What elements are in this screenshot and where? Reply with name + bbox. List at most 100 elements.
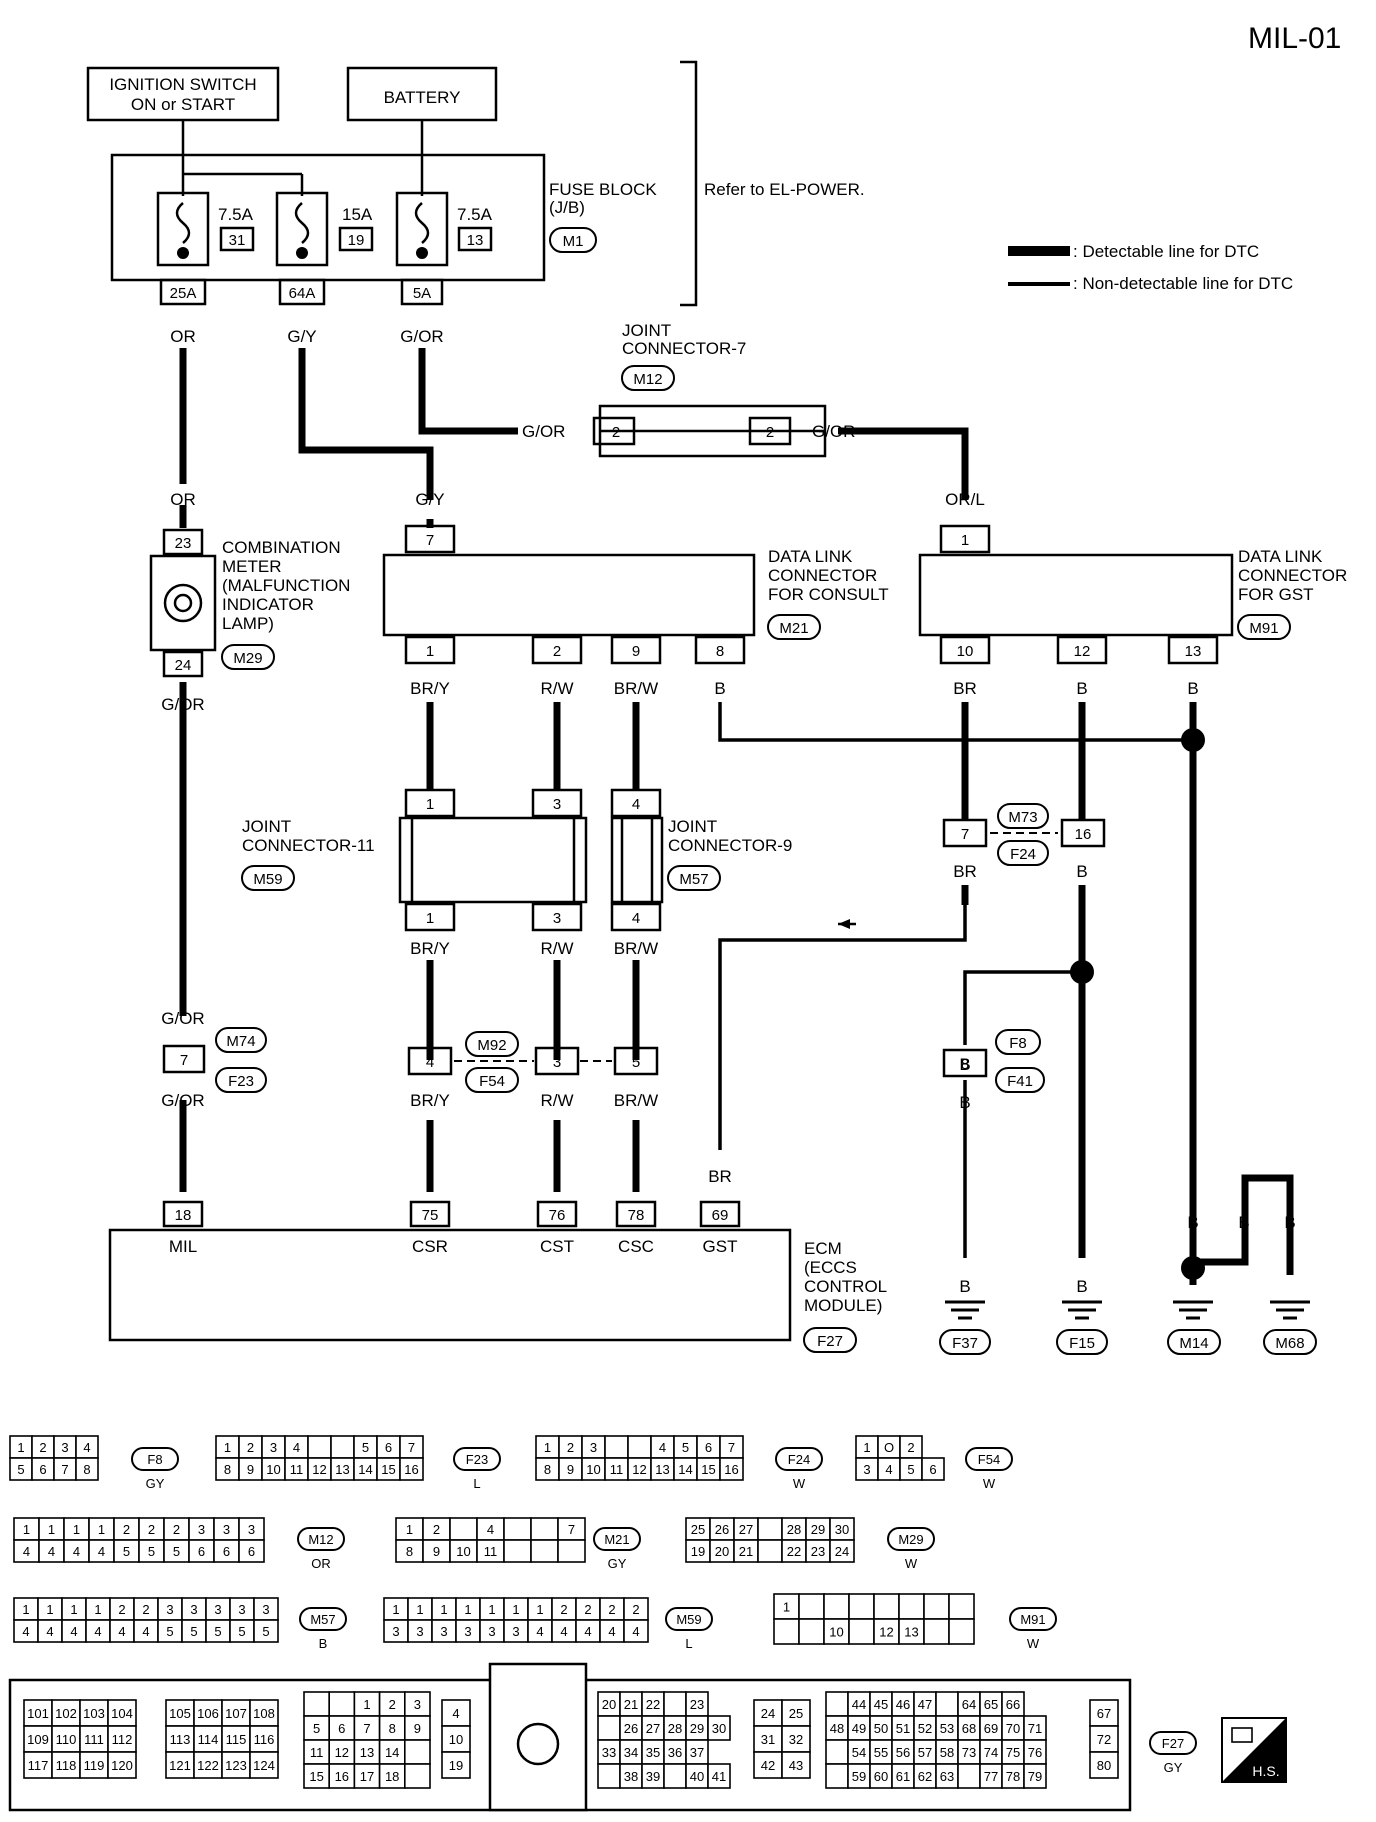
pin-number: 11 <box>610 1462 624 1477</box>
pin-cell <box>627 1435 652 1459</box>
pin-number: 4 <box>118 1624 125 1639</box>
svg-text:R/W: R/W <box>540 939 573 958</box>
pin-number: 4 <box>584 1624 591 1639</box>
svg-text:F41: F41 <box>1007 1073 1033 1090</box>
pin-number: 4 <box>98 1544 105 1559</box>
pin-number: 103 <box>83 1706 105 1721</box>
connector-code: M57 <box>310 1612 335 1627</box>
pin-number: 14 <box>358 1462 372 1477</box>
pin-cell <box>825 1691 849 1717</box>
connector-code: F24 <box>788 1452 810 1467</box>
pin-number: 12 <box>312 1462 326 1477</box>
pin-cell <box>441 1699 471 1727</box>
pin-cell <box>328 1739 356 1765</box>
fuse-19: 15A 19 <box>275 191 374 267</box>
pin-number: 71 <box>1028 1721 1042 1736</box>
pin-number: 118 <box>56 1758 77 1773</box>
pin-cell <box>663 1763 687 1789</box>
pin-number: 4 <box>22 1624 29 1639</box>
pin-number: 2 <box>584 1602 591 1617</box>
pin-cell <box>1089 1699 1119 1727</box>
svg-text:BR: BR <box>708 1167 732 1186</box>
pin-number: 7 <box>728 1440 735 1455</box>
svg-text:2: 2 <box>612 424 620 441</box>
pin-number: 2 <box>433 1522 440 1537</box>
pin-number: 8 <box>544 1462 551 1477</box>
pin-number: 2 <box>560 1602 567 1617</box>
pin-number: 5 <box>190 1624 197 1639</box>
pin-number: 1 <box>392 1602 399 1617</box>
pin-number: 120 <box>111 1758 133 1773</box>
pin-number: 24 <box>835 1544 849 1559</box>
pin-number: 4 <box>659 1440 666 1455</box>
ground-f15: B F15 <box>1056 1277 1108 1355</box>
legend-non-detectable-text: : Non-detectable line for DTC <box>1073 274 1293 293</box>
pin-number: 2 <box>907 1440 914 1455</box>
connector-code: M91 <box>1020 1612 1045 1627</box>
svg-text:GST: GST <box>703 1237 738 1256</box>
splice-dot <box>1070 960 1094 984</box>
pin-number: 1 <box>17 1440 24 1455</box>
pin-number: 3 <box>248 1522 255 1537</box>
pin-number: 7 <box>568 1522 575 1537</box>
pin-cell <box>330 1435 355 1459</box>
svg-text:BR: BR <box>953 679 977 698</box>
pin-number: 104 <box>111 1706 133 1721</box>
pin-number: 106 <box>197 1706 219 1721</box>
pin-number: 5 <box>682 1440 689 1455</box>
pin-number: 5 <box>362 1440 369 1455</box>
svg-text:JOINT: JOINT <box>242 817 291 836</box>
pin-number: 3 <box>416 1624 423 1639</box>
pin-number: 1 <box>70 1602 77 1617</box>
fuse-13: 7.5A 13 <box>395 191 493 267</box>
pin-number: 5 <box>17 1462 24 1477</box>
pin-number: 60 <box>874 1769 888 1784</box>
connector-color: GY <box>146 1476 165 1491</box>
connector-code: M59 <box>676 1612 701 1627</box>
pin-number: 102 <box>55 1706 77 1721</box>
pin-number: 4 <box>560 1624 567 1639</box>
svg-text:BR/Y: BR/Y <box>410 1091 450 1110</box>
svg-text:B: B <box>1076 679 1087 698</box>
svg-text:LAMP): LAMP) <box>222 614 274 633</box>
svg-text:7: 7 <box>180 1052 188 1069</box>
pin-number: 49 <box>852 1721 866 1736</box>
svg-text:CONNECTOR-9: CONNECTOR-9 <box>668 836 792 855</box>
pin-number: 10 <box>266 1462 280 1477</box>
pin-cell <box>604 1435 629 1459</box>
pin-number: 3 <box>166 1602 173 1617</box>
connector-color: W <box>983 1476 996 1491</box>
svg-text:BR/W: BR/W <box>614 939 658 958</box>
pin-cell <box>249 1725 279 1753</box>
pin-number: 37 <box>690 1745 704 1760</box>
svg-text:1: 1 <box>426 910 434 927</box>
pin-number: 1 <box>416 1602 423 1617</box>
fuse-pin-25a: 25A OR <box>159 278 207 346</box>
pin-number: 46 <box>896 1697 910 1712</box>
pin-number: 117 <box>28 1758 49 1773</box>
svg-text:2: 2 <box>553 643 561 660</box>
pin-number: 5 <box>907 1462 914 1477</box>
pin-number: 6 <box>39 1462 46 1477</box>
pin-cell <box>399 1457 424 1481</box>
pin-cell <box>848 1593 875 1620</box>
svg-text:G/Y: G/Y <box>415 490 444 509</box>
ignition-switch: IGNITION SWITCH ON or START <box>86 66 280 122</box>
pin-number: 48 <box>830 1721 844 1736</box>
pin-cell <box>403 1739 431 1765</box>
svg-text:(J/B): (J/B) <box>549 198 585 217</box>
pin-number: 1 <box>94 1602 101 1617</box>
pin-number: 1 <box>783 1600 790 1615</box>
pin-number: 29 <box>811 1522 825 1537</box>
svg-text:B: B <box>959 1093 970 1112</box>
fuse-pin-5a: 5A G/OR <box>400 278 444 346</box>
svg-text:M59: M59 <box>253 871 282 888</box>
svg-text:1: 1 <box>426 796 434 813</box>
pin-number: 108 <box>253 1706 275 1721</box>
pin-cell <box>23 1725 53 1753</box>
svg-text:G/Y: G/Y <box>287 327 316 346</box>
